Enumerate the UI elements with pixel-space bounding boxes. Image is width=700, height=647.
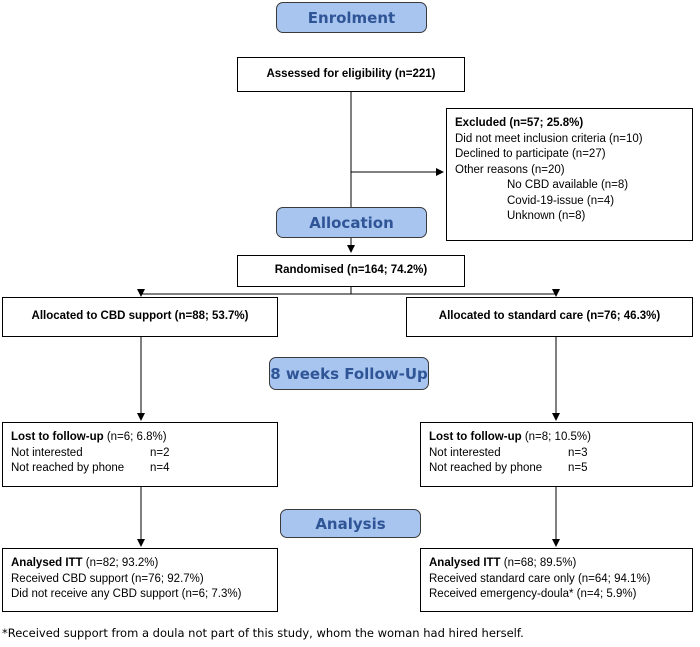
right-allocated-box: Allocated to standard care (n=76; 46.3%) xyxy=(406,297,693,337)
excluded-reason: Other reasons (n=20) xyxy=(455,163,565,176)
left-lost-label: Lost to follow-up xyxy=(11,431,104,443)
left-allocated-box: Allocated to CBD support (n=88; 53.7%) xyxy=(2,297,278,337)
assessed-box: Assessed for eligibility (n=221) xyxy=(237,57,465,92)
lost-count: n=2 xyxy=(150,446,170,459)
right-lost-value: (n=8; 10.5%) xyxy=(521,431,591,443)
phase-analysis: Analysis xyxy=(280,509,421,538)
footnote: *Received support from a doula not part … xyxy=(2,626,524,640)
left-lost-row: Not reached by phone n=4 xyxy=(11,461,269,477)
right-analysed-title: Analysed ITT (n=68; 89.5%) xyxy=(429,556,684,572)
right-analysed-value: (n=68; 89.5%) xyxy=(500,557,577,569)
left-analysed-label: Analysed ITT xyxy=(11,557,83,569)
left-lost-row: Not interested n=2 xyxy=(11,446,269,462)
left-analysed-box: Analysed ITT (n=82; 93.2%) Received CBD … xyxy=(2,548,278,612)
excluded-reason: Declined to participate (n=27) xyxy=(455,148,606,160)
lost-count: n=5 xyxy=(568,462,588,474)
left-analysed-title: Analysed ITT (n=82; 93.2%) xyxy=(11,556,269,572)
left-lost-box: Lost to follow-up (n=6; 6.8%) Not intere… xyxy=(2,422,278,487)
right-analysed-line: Received standard care only (n=64; 94.1%… xyxy=(429,572,651,585)
left-lost-title: Lost to follow-up (n=6; 6.8%) xyxy=(11,430,269,446)
excluded-reason: Did not meet inclusion criteria (n=10) xyxy=(455,132,643,145)
excluded-title: Excluded (n=57; 25.8%) xyxy=(455,117,584,129)
lost-reason: Not interested xyxy=(11,446,83,459)
right-lost-row: Not interested n=3 xyxy=(429,446,684,462)
right-analysed-box: Analysed ITT (n=68; 89.5%) Received stan… xyxy=(420,548,693,612)
lost-reason: Not interested xyxy=(429,446,501,459)
lost-reason: Not reached by phone xyxy=(11,462,125,474)
excluded-box: Excluded (n=57; 25.8%) Did not meet incl… xyxy=(446,108,693,241)
phase-followup: 8 weeks Follow-Up xyxy=(269,357,429,390)
left-lost-value: (n=6; 6.8%) xyxy=(103,431,167,443)
left-analysed-line: Did not receive any CBD support (n=6; 7.… xyxy=(11,588,242,600)
right-analysed-line: Received emergency-doula* (n=4; 5.9%) xyxy=(429,588,637,600)
phase-enrolment: Enrolment xyxy=(276,2,427,33)
left-analysed-line: Received CBD support (n=76; 92.7%) xyxy=(11,572,204,585)
right-lost-label: Lost to follow-up xyxy=(429,431,522,443)
excluded-subreason: Covid-19-issue (n=4) xyxy=(507,194,615,207)
randomised-box: Randomised (n=164; 74.2%) xyxy=(237,255,465,287)
excluded-subreason: No CBD available (n=8) xyxy=(507,179,629,191)
right-lost-row: Not reached by phone n=5 xyxy=(429,461,684,477)
phase-allocation: Allocation xyxy=(276,207,427,238)
lost-count: n=4 xyxy=(150,462,170,474)
right-lost-title: Lost to follow-up (n=8; 10.5%) xyxy=(429,430,684,446)
excluded-subreason: Unknown (n=8) xyxy=(507,210,586,222)
lost-reason: Not reached by phone xyxy=(429,462,543,474)
right-lost-box: Lost to follow-up (n=8; 10.5%) Not inter… xyxy=(420,422,693,487)
right-analysed-label: Analysed ITT xyxy=(429,557,501,569)
left-analysed-value: (n=82; 93.2%) xyxy=(82,557,159,569)
lost-count: n=3 xyxy=(568,446,588,459)
